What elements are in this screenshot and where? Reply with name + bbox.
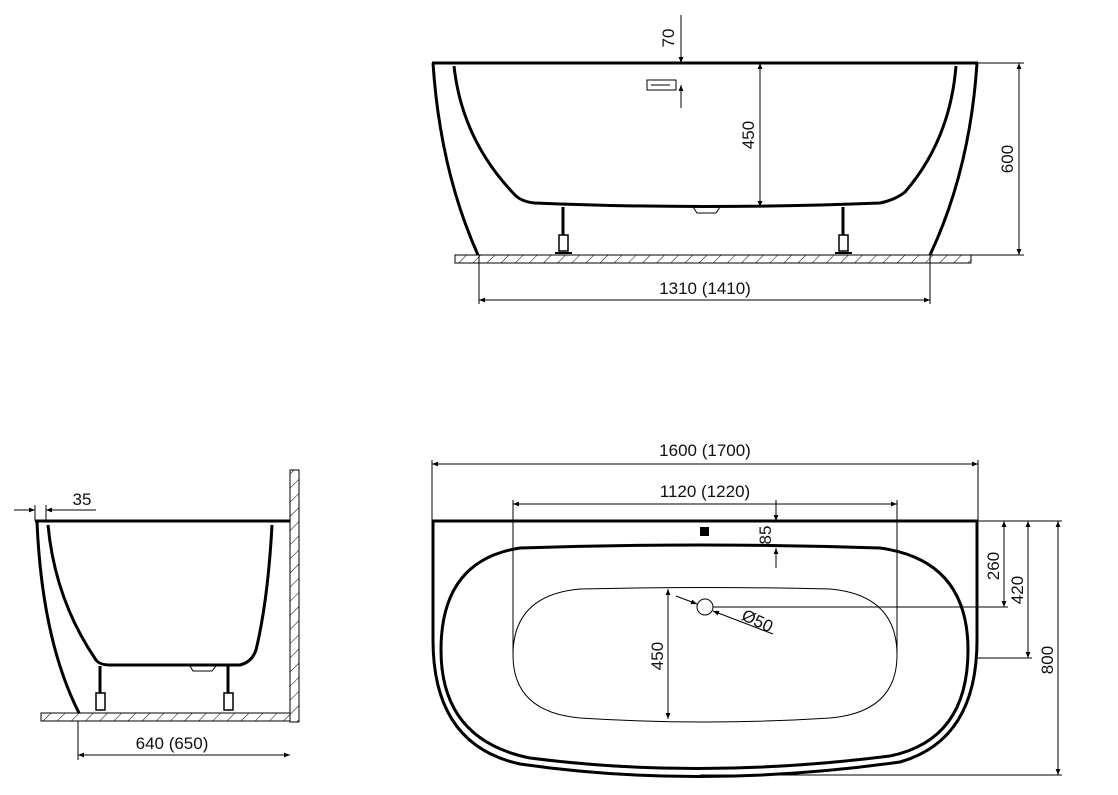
dim-floor-length: 1310 (1410) [659, 279, 751, 298]
leg-right [835, 207, 852, 254]
dim-inner-depth: 450 [739, 121, 758, 149]
top-view: 1600 (1700) 1120 (1220) 85 260 420 800 4… [431, 441, 1062, 778]
inner-basin [452, 65, 958, 208]
outer-side-right [928, 62, 979, 256]
outer-side-left [431, 62, 480, 256]
side-view: 35 640 (650) [14, 469, 300, 760]
basin-bottom [512, 587, 898, 723]
dim-inner-length: 1120 (1220) [660, 482, 750, 501]
dim-total-length: 1600 (1700) [659, 441, 751, 460]
drain-outlet [692, 206, 721, 214]
dim-drain-offset: 260 [984, 552, 1003, 580]
leg-left [555, 207, 572, 254]
dim-rim-offset: 35 [73, 490, 92, 509]
drain-outlet [189, 665, 217, 672]
leg-left [95, 666, 106, 711]
dim-width: 640 (650) [136, 734, 209, 753]
overflow [700, 527, 709, 536]
drain [696, 598, 714, 616]
dim-inner-width: 450 [648, 642, 667, 670]
dim-total-height: 600 [998, 145, 1017, 173]
dim-wall-length: 420 [1008, 576, 1027, 604]
outer-side [35, 521, 81, 714]
inner-basin [46, 524, 274, 667]
dim-drain-diameter: Ø50 [739, 606, 776, 637]
front-view: 70 450 600 1310 (1410) [431, 15, 1024, 304]
floor-hatch [40, 712, 291, 722]
dim-overflow-height: 70 [659, 29, 678, 48]
dim-overflow-offset: 85 [756, 526, 775, 545]
floor-hatch [454, 254, 972, 264]
overflow [646, 79, 677, 91]
leg-right [223, 666, 234, 711]
wall-hatch [289, 469, 300, 723]
outer-outline [431, 519, 979, 778]
dim-total-width: 800 [1038, 646, 1057, 674]
inner-rim [439, 543, 970, 770]
